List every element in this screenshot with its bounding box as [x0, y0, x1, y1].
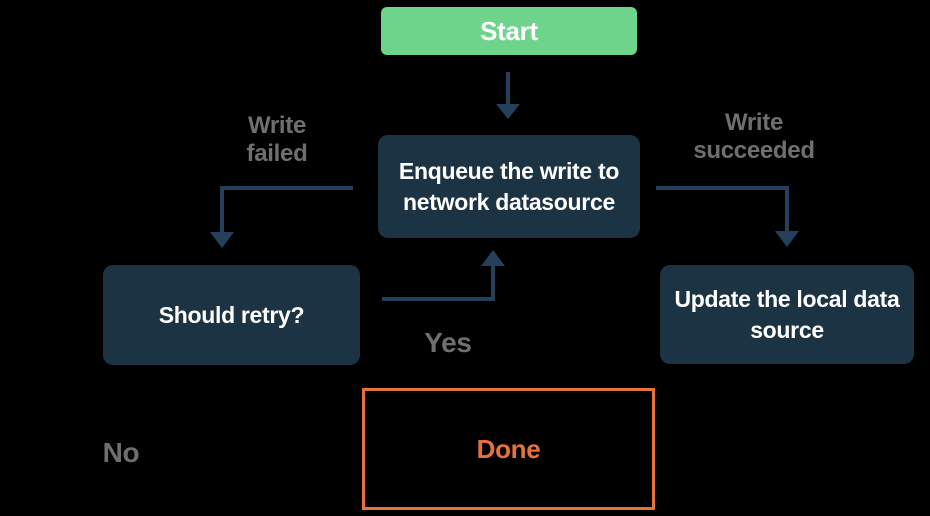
arrow-should-retry-to-enqueue	[382, 250, 505, 301]
edge-label-yes: Yes	[424, 327, 472, 358]
node-update-local-source: Update the local data source	[660, 265, 914, 364]
edge-label-no: No	[102, 437, 140, 468]
node-done: Done	[362, 388, 655, 510]
edge-label-write-succeeded: Write succeeded	[693, 109, 815, 164]
edge-label-write-failed: Write failed	[246, 112, 308, 167]
arrow-start-to-enqueue	[496, 72, 520, 119]
arrow-enqueue-to-should-retry	[210, 186, 353, 248]
node-should-retry: Should retry?	[103, 265, 360, 365]
node-enqueue-write: Enqueue the write to network datasource	[378, 135, 640, 238]
arrow-enqueue-to-update-local	[656, 186, 799, 247]
node-start: Start	[381, 7, 637, 55]
